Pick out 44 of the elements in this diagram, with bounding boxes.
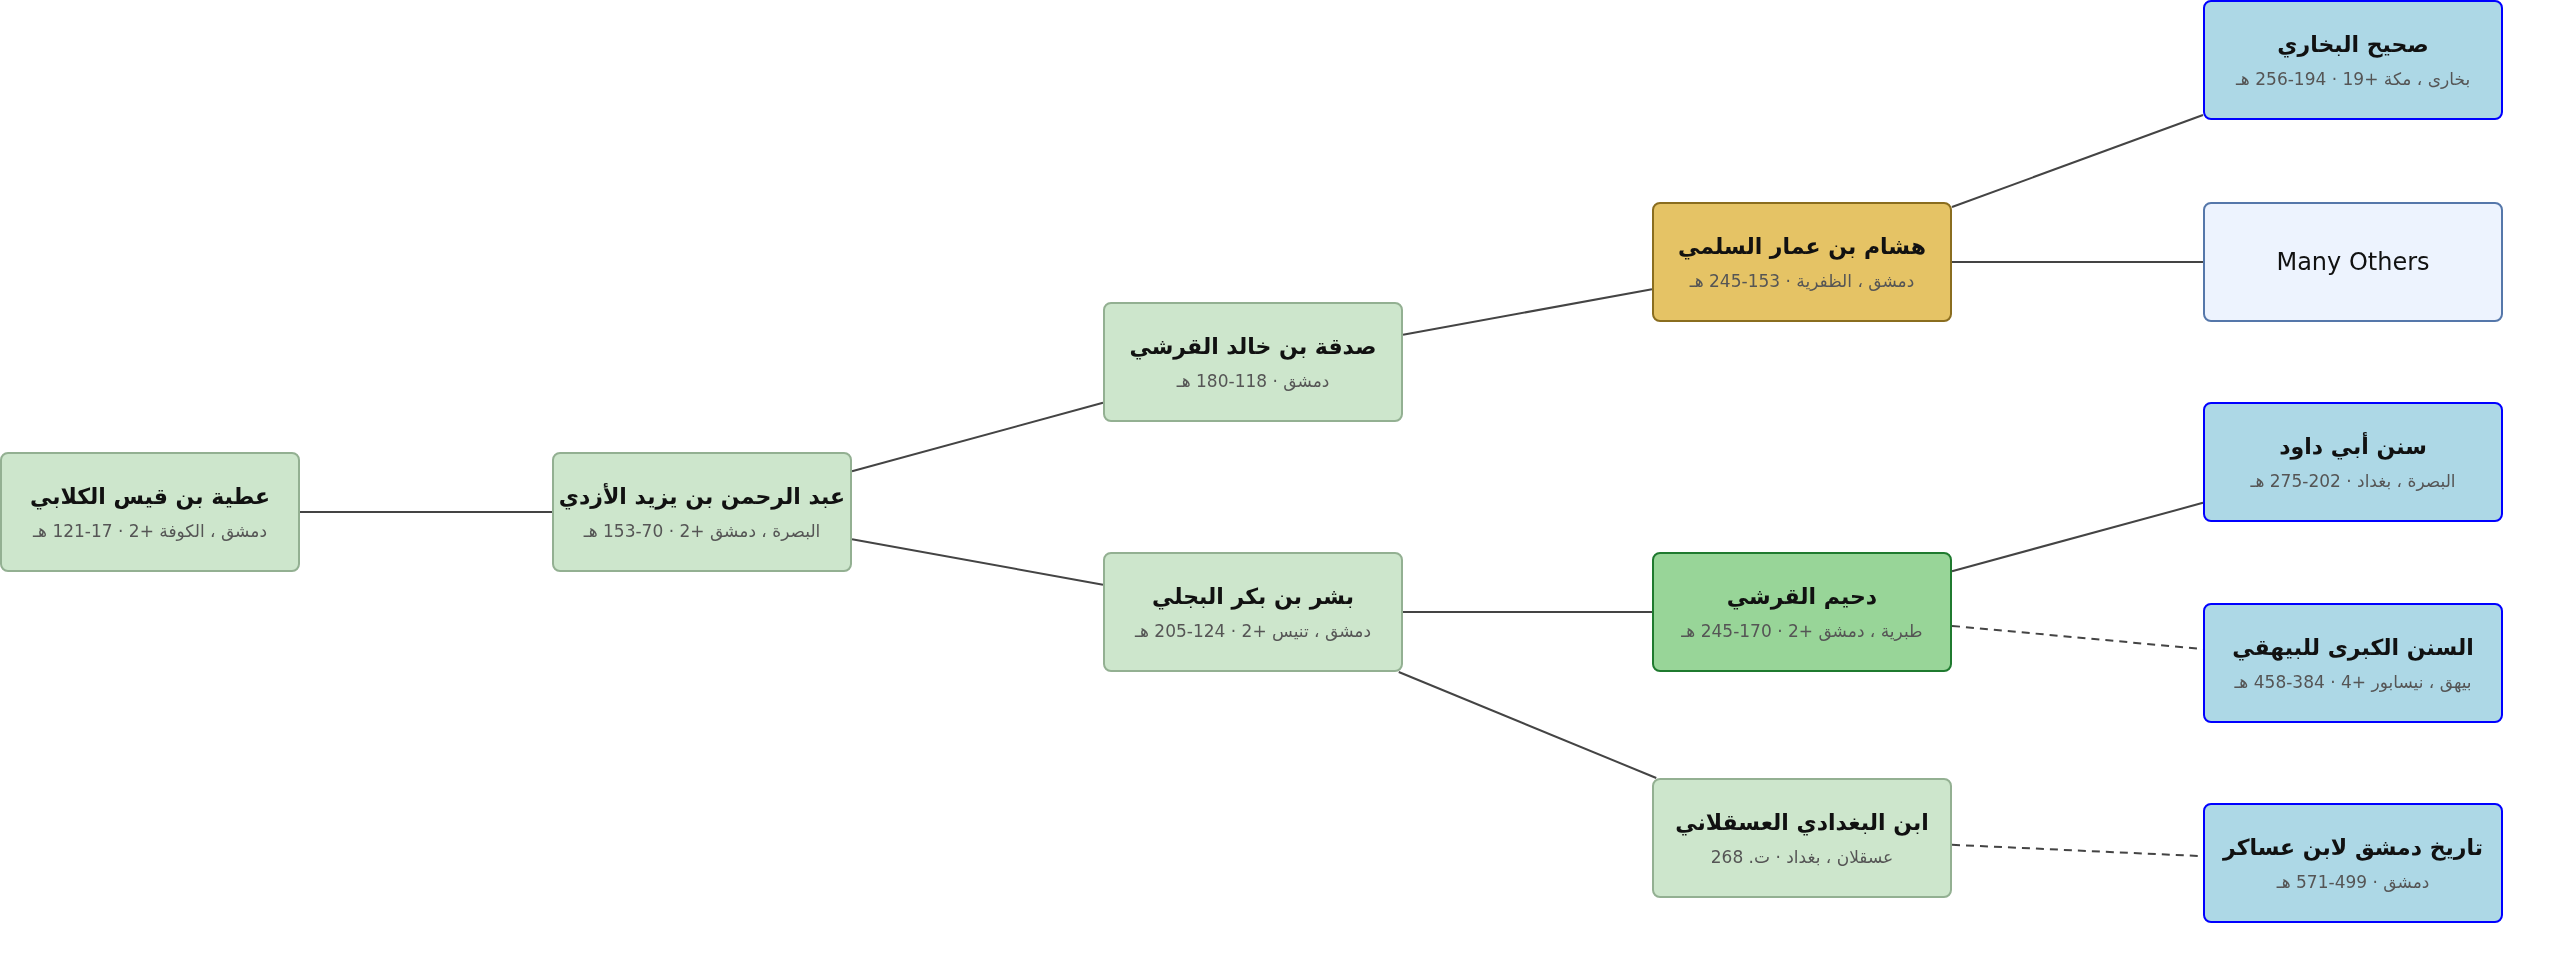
node-title: صحيح البخاري bbox=[2277, 31, 2429, 57]
connector-line bbox=[1951, 501, 2204, 573]
node-subtitle: بخارى ، مكة +19 · 194-256 هـ bbox=[2235, 68, 2471, 89]
node-subtitle: البصرة ، دمشق +2 · 70-153 هـ bbox=[583, 520, 821, 541]
node-subtitle: دمشق ، تنيس +2 · 124-205 هـ bbox=[1134, 620, 1372, 641]
node-box bbox=[1103, 552, 1403, 672]
node-subtitle: دمشق · 118-180 هـ bbox=[1176, 370, 1330, 391]
node-title: ابن البغدادي العسقلاني bbox=[1675, 809, 1929, 835]
node-title: عطية بن قيس الكلابي bbox=[29, 483, 271, 509]
node-title: السنن الكبرى للبيهقي bbox=[2232, 634, 2474, 660]
node-box bbox=[0, 452, 300, 572]
node-box bbox=[2203, 603, 2503, 723]
node-box bbox=[2203, 803, 2503, 923]
connector-line bbox=[851, 401, 1104, 473]
node-box bbox=[1652, 778, 1952, 898]
connector-line bbox=[1951, 114, 2204, 208]
node-label: Many Others bbox=[2276, 248, 2430, 276]
connector-line bbox=[1402, 288, 1653, 336]
node-title: تاريخ دمشق لابن عساكر bbox=[2223, 834, 2483, 860]
node-box bbox=[1652, 202, 1952, 322]
node-title: سنن أبي داود bbox=[2279, 433, 2427, 459]
connector-line bbox=[851, 538, 1104, 586]
node-box bbox=[1652, 552, 1952, 672]
node-title: صدقة بن خالد القرشي bbox=[1129, 333, 1377, 359]
node-title: هشام بن عمار السلمي bbox=[1678, 233, 1926, 259]
connector-line bbox=[299, 511, 553, 513]
node-subtitle: طبرية ، دمشق +2 · 170-245 هـ bbox=[1681, 620, 1923, 641]
node-subtitle: دمشق ، الظفرية · 153-245 هـ bbox=[1689, 270, 1915, 291]
connector-line bbox=[1397, 671, 1658, 779]
node-subtitle: بيهق ، نيسابور +4 · 384-458 هـ bbox=[2234, 671, 2472, 692]
connector-line bbox=[1402, 611, 1653, 613]
node-box bbox=[1103, 302, 1403, 422]
node-box bbox=[2203, 202, 2503, 322]
node-box bbox=[2203, 402, 2503, 522]
node-title: بشر بن بكر البجلي bbox=[1152, 583, 1354, 609]
node-title: دحيم القرشي bbox=[1726, 583, 1878, 609]
node-subtitle: عسقلان ، بغداد · ت. 268 bbox=[1710, 846, 1894, 867]
node-subtitle: دمشق · 499-571 هـ bbox=[2276, 871, 2430, 892]
node-title: عبد الرحمن بن يزيد الأزدي bbox=[558, 483, 846, 509]
node-box bbox=[2203, 0, 2503, 120]
node-subtitle: دمشق ، الكوفة +2 · 17-121 هـ bbox=[33, 520, 267, 541]
node-box bbox=[552, 452, 852, 572]
node-subtitle: البصرة ، بغداد · 202-275 هـ bbox=[2250, 470, 2456, 491]
connector-line bbox=[1951, 261, 2204, 263]
